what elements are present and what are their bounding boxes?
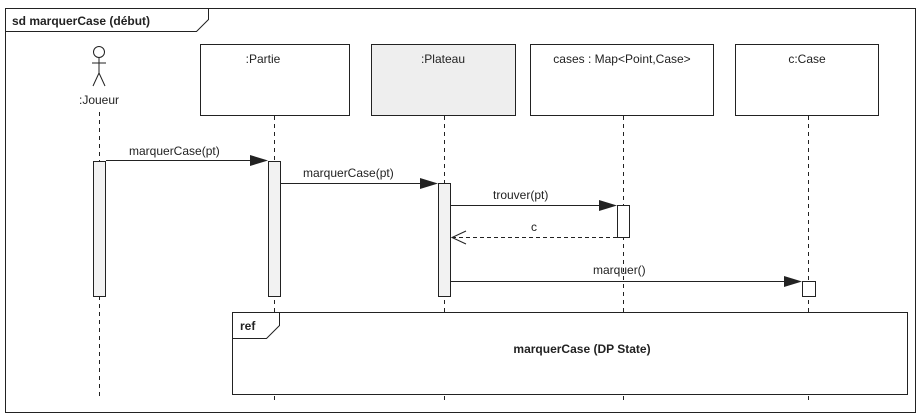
activation-case [802,281,816,297]
lifeline-head-cases [530,44,714,116]
message-label-1: marquerCase(pt) [129,144,220,158]
activation-joueur [93,161,106,297]
frame-title-tab [5,8,209,32]
lifeline-head-plateau [371,44,516,116]
ref-label: marquerCase (DP State) [513,342,650,356]
activation-cases [617,205,630,238]
message-label-5: marquer() [593,263,646,277]
message-arrowhead-2 [420,178,438,189]
message-arrowhead-1 [250,155,268,166]
message-arrowhead-4 [450,230,467,245]
ref-fragment [232,312,908,395]
activation-partie [268,161,281,297]
actor-label: :Joueur [79,93,119,107]
message-label-3: trouver(pt) [493,188,548,202]
frame-title: sd marquerCase (début) [12,14,150,28]
lifeline-label-plateau: :Plateau [421,52,465,66]
lifeline-label-cases: cases : Map<Point,Case> [553,52,690,66]
ref-tag: ref [240,319,256,333]
message-label-2: marquerCase(pt) [303,166,394,180]
lifeline-label-partie: :Partie [246,52,281,66]
message-arrowhead-5 [784,276,802,287]
activation-plateau [438,183,451,297]
ref-tag-tab [232,312,280,339]
lifeline-head-case [735,44,879,116]
lifeline-label-case: c:Case [788,52,826,66]
actor-icon [92,46,106,87]
message-arrowhead-3 [599,200,617,211]
message-label-4: c [531,220,537,234]
lifeline-head-partie [200,44,350,116]
